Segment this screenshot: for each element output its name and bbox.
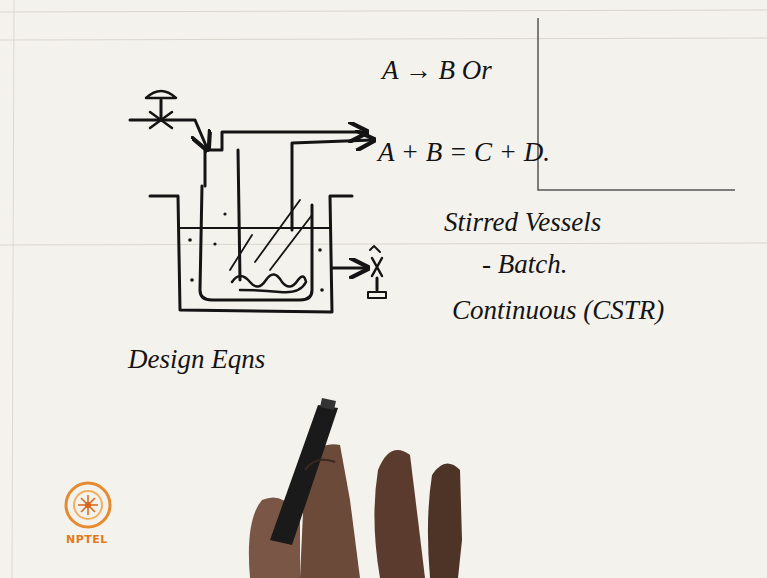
empty-box — [538, 18, 735, 190]
logo-text: NPTEL — [66, 534, 108, 546]
reaction-text: A → B Or — [382, 56, 492, 86]
particles — [188, 212, 324, 291]
nptel-logo — [66, 483, 110, 527]
reaction-text: A + B = C + D. — [378, 138, 550, 168]
hand-with-marker — [249, 398, 462, 578]
heading-text: Design Eqns — [128, 345, 265, 375]
stirred-vessel — [130, 91, 386, 312]
margin-line — [12, 0, 14, 578]
list-item: - Batch. — [482, 250, 567, 280]
heading-text: Stirred Vessels — [444, 208, 601, 238]
list-item: Continuous (CSTR) — [452, 296, 664, 326]
ruled-lines — [0, 10, 767, 245]
